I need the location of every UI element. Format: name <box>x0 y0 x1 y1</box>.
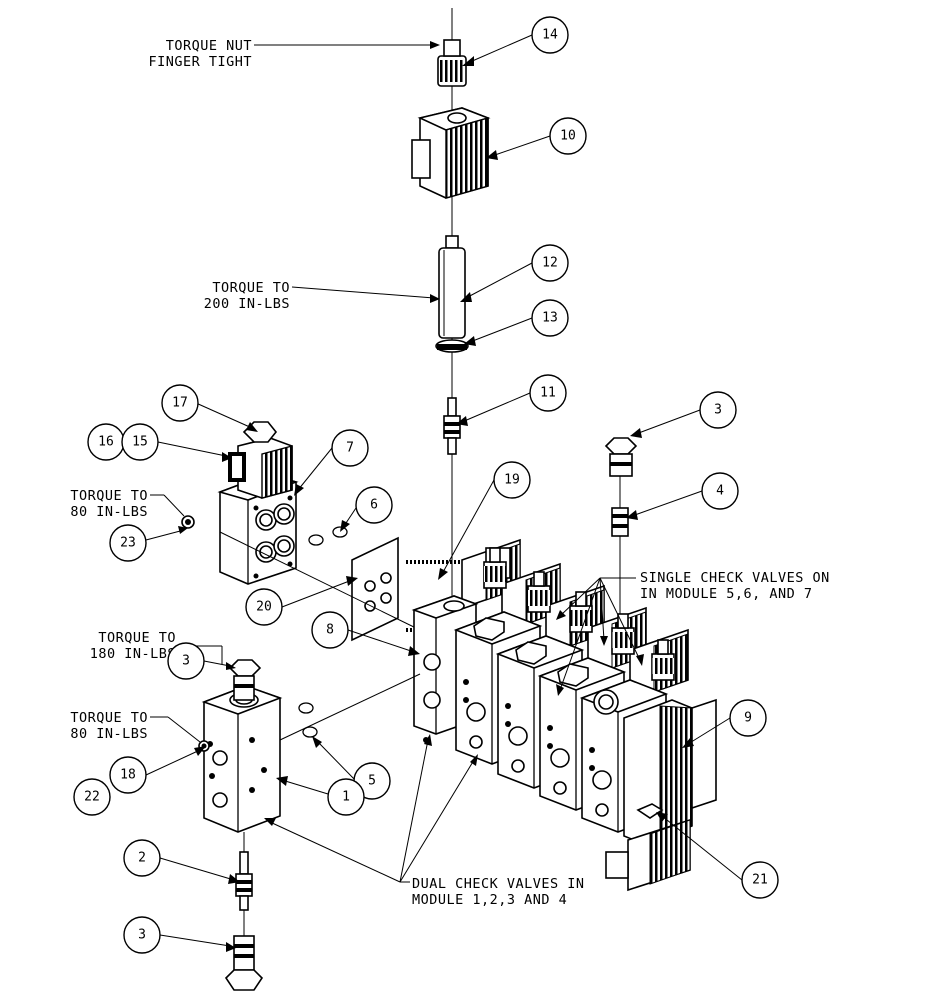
torque-180-line-2: 180 IN-LBS <box>90 646 176 662</box>
balloon-16: 16 <box>87 423 125 461</box>
svg-text:11: 11 <box>540 386 556 401</box>
svg-text:22: 22 <box>84 790 100 805</box>
balloon-1: 1 <box>327 778 365 816</box>
balloon-7: 7 <box>331 429 369 467</box>
balloon-20: 20 <box>245 588 283 626</box>
dual-check-line-2: MODULE 1,2,3 AND 4 <box>412 892 567 908</box>
torque-nut-line-2: FINGER TIGHT <box>148 54 252 70</box>
torque-nut-line-1: TORQUE NUT <box>166 38 252 54</box>
svg-text:18: 18 <box>120 768 136 783</box>
svg-text:1: 1 <box>342 790 350 805</box>
svg-text:3: 3 <box>182 654 190 669</box>
svg-text:7: 7 <box>346 441 354 456</box>
part-13-seal <box>435 339 469 353</box>
part-3-middle-plug <box>228 659 262 701</box>
part-14-nut <box>437 39 467 87</box>
svg-text:2: 2 <box>138 851 146 866</box>
svg-text:8: 8 <box>326 623 334 638</box>
torque-80-lower-line-2: 80 IN-LBS <box>70 726 148 742</box>
svg-text:3: 3 <box>138 928 146 943</box>
svg-text:20: 20 <box>256 600 272 615</box>
part-3-lower-plug <box>224 935 264 991</box>
balloon-10: 10 <box>549 117 587 155</box>
part-10-coil <box>411 107 491 199</box>
svg-text:16: 16 <box>98 435 114 450</box>
single-check-line-2: IN MODULE 5,6, AND 7 <box>640 586 813 602</box>
torque-180-line-1: TORQUE TO <box>98 630 176 646</box>
svg-text:14: 14 <box>542 28 558 43</box>
single-check-line-1: SINGLE CHECK VALVES ON <box>640 570 830 586</box>
torque-200-line-2: 200 IN-LBS <box>204 296 290 312</box>
part-1-block <box>201 685 283 833</box>
balloon-14: 14 <box>531 16 569 54</box>
part-20-plate <box>351 536 399 642</box>
part-12-tube <box>438 235 466 339</box>
part-2-cartridge <box>235 851 253 911</box>
part-15-coil <box>228 437 293 499</box>
dual-check-note: DUAL CHECK VALVES IN MODULE 1,2,3 AND 4 <box>400 876 585 908</box>
part-5-orings <box>298 702 318 738</box>
balloon-21: 21 <box>741 861 779 899</box>
leader-lines <box>145 34 743 952</box>
part-11-cartridge <box>443 397 461 455</box>
balloon-3-middle: 3 <box>167 642 205 680</box>
balloon-15: 15 <box>121 423 159 461</box>
torque-80-lower-note: TORQUE TO 80 IN-LBS <box>70 710 201 743</box>
svg-text:17: 17 <box>172 396 188 411</box>
balloon-17: 17 <box>161 384 199 422</box>
torque-200-note: TORQUE TO 200 IN-LBS <box>204 280 440 312</box>
balloon-12: 12 <box>531 244 569 282</box>
dual-check-line-1: DUAL CHECK VALVES IN <box>412 876 585 892</box>
torque-nut-note: TORQUE NUT FINGER TIGHT <box>148 38 440 70</box>
part-4-cartridge <box>611 507 629 537</box>
svg-text:15: 15 <box>132 435 148 450</box>
balloon-19: 19 <box>493 461 531 499</box>
svg-text:19: 19 <box>504 473 520 488</box>
balloon-8: 8 <box>311 611 349 649</box>
torque-80-upper-line-2: 80 IN-LBS <box>70 504 148 520</box>
svg-text:6: 6 <box>370 498 378 513</box>
svg-text:12: 12 <box>542 256 558 271</box>
torque-80-upper-line-1: TORQUE TO <box>70 488 148 504</box>
part-7-valve-body <box>217 473 299 585</box>
balloon-2: 2 <box>123 839 161 877</box>
svg-text:23: 23 <box>120 536 136 551</box>
svg-text:3: 3 <box>714 403 722 418</box>
svg-text:5: 5 <box>368 774 376 789</box>
torque-180-note: TORQUE TO 180 IN-LBS <box>90 630 176 662</box>
torque-80-lower-line-1: TORQUE TO <box>70 710 148 726</box>
balloon-3-upper: 3 <box>699 391 737 429</box>
svg-text:13: 13 <box>542 311 558 326</box>
svg-text:10: 10 <box>560 129 576 144</box>
balloon-13: 13 <box>531 299 569 337</box>
svg-text:21: 21 <box>752 873 768 888</box>
balloon-11: 11 <box>529 374 567 412</box>
balloon-23: 23 <box>109 524 147 562</box>
torque-200-line-1: TORQUE TO <box>212 280 290 296</box>
svg-text:9: 9 <box>744 711 752 726</box>
balloon-9: 9 <box>729 699 767 737</box>
torque-80-upper-note: TORQUE TO 80 IN-LBS <box>70 488 185 520</box>
balloon-6: 6 <box>355 486 393 524</box>
part-3-upper-plug <box>604 437 638 477</box>
part-6-orings <box>308 526 348 546</box>
balloon-22: 22 <box>73 778 111 816</box>
part-23-plug <box>181 515 195 529</box>
single-check-note: SINGLE CHECK VALVES ON IN MODULE 5,6, AN… <box>600 570 830 602</box>
valve-bank <box>411 538 717 892</box>
balloon-18: 18 <box>109 756 147 794</box>
balloon-3-lower: 3 <box>123 916 161 954</box>
svg-text:4: 4 <box>716 484 724 499</box>
balloon-4: 4 <box>701 472 739 510</box>
